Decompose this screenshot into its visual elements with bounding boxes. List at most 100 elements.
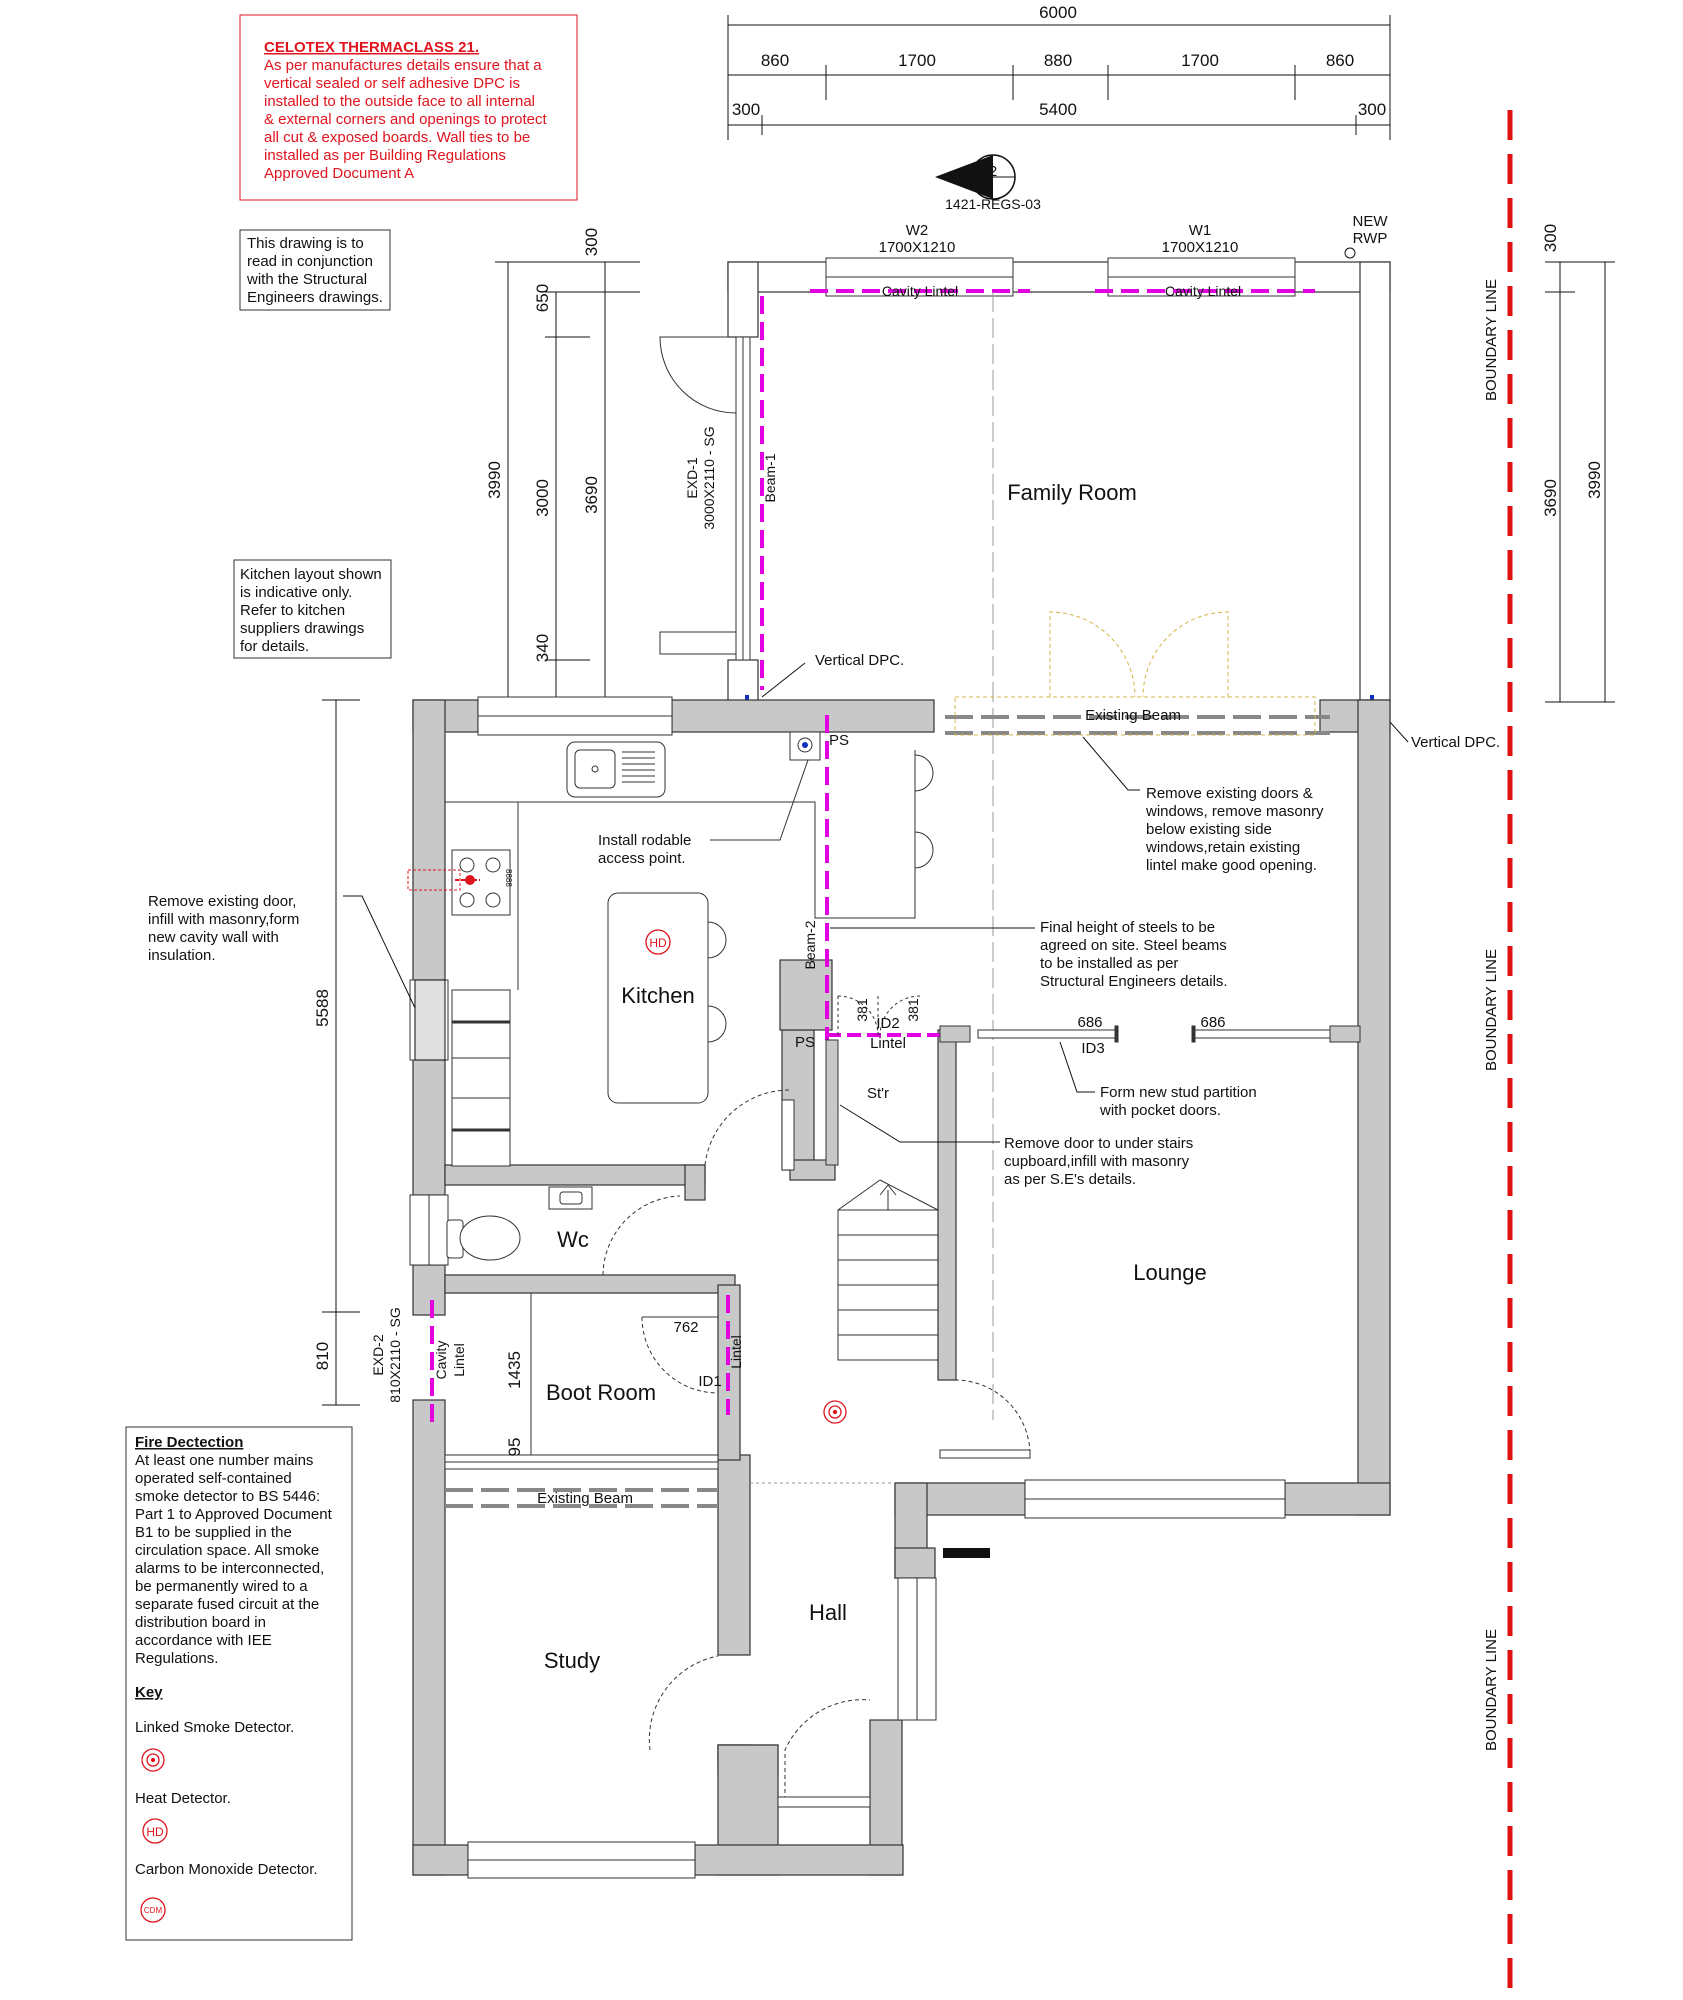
dim-762: 762 [673,1319,698,1336]
fire-detection-line: distribution board in [135,1614,266,1631]
fire-detection-line: Regulations. [135,1650,218,1667]
dim-top-inner-2: 5400 [1039,100,1077,119]
cavity-lintel-label-2: Cavity Lintel [1165,283,1241,299]
kitchen-note-line: suppliers drawings [240,620,364,637]
room-study: Study [544,1648,600,1673]
celotex-note-line: installed to the outside face to all int… [264,93,535,110]
id1-lintel: Lintel [728,1335,744,1368]
understairs-infill [781,1039,839,1171]
fire-detection-line: operated self-contained [135,1470,292,1487]
rwp-symbol [1344,247,1356,259]
key-title: Key [135,1684,163,1701]
lounge-door-swing [954,1379,1031,1456]
existing-beam-rear [945,715,1330,735]
stud-partition-note-line: with pocket doors. [1099,1102,1221,1119]
dim-686-a: 686 [1077,1014,1102,1031]
celotex-note: CELOTEX THERMACLASS 21. As per manufactu… [239,14,578,201]
exd1-label: EXD-1 [684,457,700,498]
structural-note-line: This drawing is to [247,235,364,252]
w2-size: 1700X1210 [879,239,956,256]
fire-detection-box: Fire Dectection At least one number main… [125,1426,353,1941]
structural-note-line: Engineers drawings. [247,289,383,306]
remove-windows-note: Remove existing doors &windows, remove m… [1145,785,1324,874]
remove-windows-note-line: lintel make good opening. [1146,857,1317,874]
kitchen-note-line: Refer to kitchen [240,602,345,619]
celotex-note-line: vertical sealed or self adhesive DPC is [264,75,520,92]
dim-left-650: 650 [533,284,552,312]
dim-top-inner-3: 300 [1358,100,1386,119]
wc-fixtures [446,1186,593,1261]
kitchen-units [445,741,934,1167]
svg-text:HD: HD [146,1825,164,1839]
rodable-note-line: access point. [598,850,686,867]
room-boot: Boot Room [546,1380,656,1405]
vdpc-right: Vertical DPC. [1411,734,1500,751]
celotex-note-line: Approved Document A [264,165,414,182]
w1-label: W1 [1189,222,1212,239]
exd1-door [659,336,751,661]
dim-top-seg-5: 860 [1326,51,1354,70]
front-door-swing [784,1699,871,1800]
staircase [837,1179,939,1361]
dim-top-inner-1: 300 [732,100,760,119]
front-door [777,1796,871,1808]
ps-label-bottom: PS [795,1034,815,1051]
fire-detection-line: alarms to be interconnected, [135,1560,324,1577]
svg-text:2: 2 [989,163,997,180]
id2-lintel: Lintel [870,1035,906,1052]
remove-windows-note-line: windows, remove masonry [1145,803,1324,820]
house-walls [412,699,1391,1876]
celotex-note-line: & external corners and openings to prote… [264,111,548,128]
fire-detection-line: Part 1 to Approved Document [135,1506,333,1523]
remove-windows-note-line: below existing side [1146,821,1272,838]
svg-text:HD: HD [649,936,667,950]
exd2-lintel: Lintel [451,1343,467,1376]
beam-1-label: Beam-1 [762,453,778,502]
svg-text:Fire Dectection: Fire Dectection [135,1434,243,1451]
hob-heat-marker [407,869,480,891]
ps-label-top: PS [829,732,849,749]
key-smoke-label: Linked Smoke Detector. [135,1719,294,1736]
celotex-note-line: installed as per Building Regulations [264,147,506,164]
under-stairs-note-line: Remove door to under stairs [1004,1135,1193,1152]
beam-2-label: Beam-2 [802,920,818,969]
existing-beam-front [445,1488,718,1508]
room-lounge: Lounge [1133,1260,1206,1285]
fire-detection-line: At least one number mains [135,1452,313,1469]
remove-door-note-line: infill with masonry,form [148,911,299,928]
exd2-label: EXD-2 [370,1334,386,1375]
dim-id2-381-a: 381 [854,998,870,1022]
exd2-cavity: Cavity [433,1341,449,1380]
top-dimensions [727,15,1391,140]
celotex-note-line: all cut & exposed boards. Wall ties to b… [264,129,530,146]
kitchen-note-line: Kitchen layout shown [240,566,382,583]
dim-right-300: 300 [1541,224,1560,252]
remove-door-note-line: Remove existing door, [148,893,296,910]
hob-numbers: 8888 [504,869,513,887]
steels-note-line: Structural Engineers details. [1040,973,1228,990]
exd1-size: 3000X2110 - SG [701,426,717,529]
existing-beam-front-label: Existing Beam [537,1490,633,1507]
fire-detection-line: smoke detector to BS 5446: [135,1488,320,1505]
structural-note-line: with the Structural [246,271,367,288]
id3-label: ID3 [1081,1040,1104,1057]
house-windows [409,696,1286,1879]
kitchen-note-line: is indicative only. [240,584,352,601]
dim-right-3690: 3690 [1541,479,1560,517]
dim-left-3690: 3690 [582,476,601,514]
dim-right-3990: 3990 [1585,461,1604,499]
under-stairs-note-line: cupboard,infill with masonry [1004,1153,1190,1170]
steels-note-line: to be installed as per [1040,955,1178,972]
remove-windows-note-line: Remove existing doors & [1146,785,1313,802]
dim-1435: 1435 [505,1351,524,1389]
room-family: Family Room [1007,480,1137,505]
fire-detection-line: circulation space. All smoke [135,1542,319,1559]
under-stairs-note-line: as per S.E's details. [1004,1171,1136,1188]
dim-left-340: 340 [533,634,552,662]
fire-detection-line: accordance with IEE [135,1632,272,1649]
